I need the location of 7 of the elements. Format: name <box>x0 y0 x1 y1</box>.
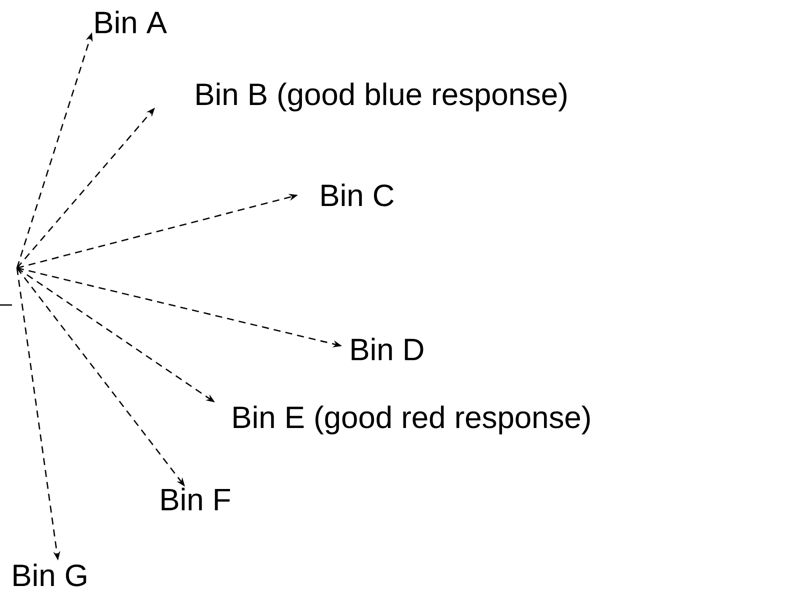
bin-label: Bin B (good blue response) <box>196 82 566 112</box>
bin-label: Bin G <box>14 564 86 586</box>
bin-label: Bin F <box>162 488 230 510</box>
bin-label: Bin E (good red response) <box>234 406 590 434</box>
bin-label: Bin D <box>352 338 424 360</box>
bin-label: Bin C <box>322 184 394 206</box>
bin-label: Bin A <box>96 10 167 34</box>
